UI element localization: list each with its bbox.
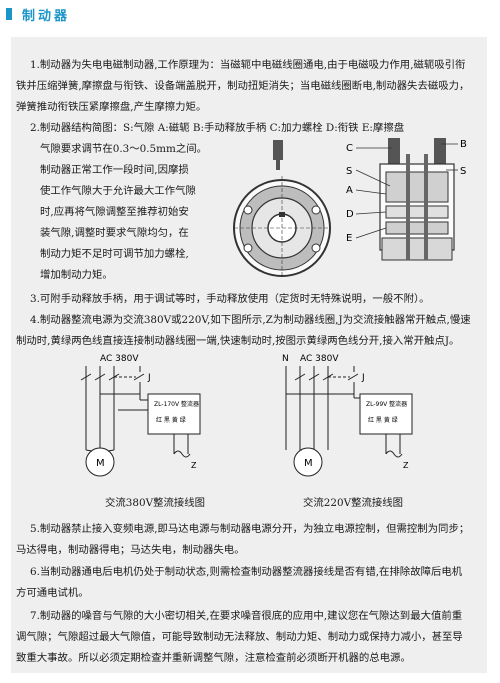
contact-label-220v: J	[361, 373, 365, 383]
label-s-left: S	[346, 166, 352, 177]
para-7-line-2: 调气隙；气隙超过最大气隙值，可能导致制动无法释放、制动力矩、制动力或保持力减小，…	[16, 631, 463, 643]
wire-colors-380v: 红 黑 黄 绿	[156, 416, 186, 424]
para-1-line-1: 1.制动器为失电电磁制动器,工作原理为：当磁轭中电磁线圈通电,由于电磁吸力作用,…	[30, 59, 466, 71]
para-2-line-7: 增加制动力矩。	[40, 269, 113, 281]
para-2-line-1: 气隙要求调节在0.3～0.5mm之间。	[40, 143, 208, 155]
para-2-line-4: 时,应再将气隙调整至推荐初始安	[40, 206, 189, 218]
motor-label-220v: M	[304, 458, 313, 469]
para-5-line-2: 马达得电，制动器得电；马达失电，制动器失电。	[16, 544, 245, 556]
brake-front-view-diagram	[233, 140, 331, 278]
label-b: B	[460, 139, 467, 150]
para-5-line-1: 5.制动器禁止接入变频电源,即马达电源与制动器电源分开，为独立电源控制，但需控制…	[30, 523, 470, 535]
label-e: E	[346, 233, 352, 244]
supply-label-380v: AC 380V	[100, 354, 139, 364]
para-3: 3.可附手动释放手柄，用于调试等时，手动释放使用（定货时无特殊说明，一般不附）。	[30, 293, 430, 305]
wiring-diagram-380v: AC 380V J ZL-170V 整流器 红 黑 黄 绿 Z M	[80, 354, 201, 477]
content-panel	[11, 37, 487, 673]
label-c: C	[346, 143, 353, 154]
contact-label-380v: J	[147, 373, 151, 383]
rectifier-model-220v: ZL-99V 整流器	[366, 400, 407, 408]
coil-label-220v: Z	[403, 461, 409, 470]
supply-label-220v: AC 380V	[300, 354, 339, 364]
para-6-line-2: 方可通电试机。	[16, 587, 89, 599]
label-d: D	[346, 209, 354, 220]
caption-220v: 交流220V整流接线图	[303, 497, 404, 509]
para-2-line-2: 制动器正常工作一段时间,因摩损	[40, 164, 189, 176]
para-1-line-3: 弹簧推动衔铁压紧摩擦盘,产生摩擦力矩。	[16, 101, 207, 113]
motor-label-380v: M	[96, 458, 105, 469]
para-7-line-3: 致重大事故。所以必须定期检查并重新调整气隙，注意检查前必须断开机器的总电源。	[16, 652, 411, 664]
wiring-diagram-220v: N AC 380V J ZL-99V 整流器 红 黑 黄 绿 Z M	[282, 354, 413, 477]
label-s-right: S	[460, 166, 466, 177]
section-header: 制动器	[0, 0, 500, 30]
neutral-label-220v: N	[282, 354, 289, 364]
rectifier-model-380v: ZL-170V 整流器	[154, 400, 199, 408]
para-4-line-2: 制动时,黄绿两色线直接连接制动器线圈一端,快速制动时,按图示黄绿两色线分开,接入…	[16, 335, 460, 347]
brake-section-diagram: C B S S A D E	[346, 138, 467, 261]
label-a: A	[346, 185, 353, 196]
wire-colors-220v: 红 黑 黄 绿	[368, 416, 398, 424]
para-6-line-1: 6.当制动器通电后电机仍处于制动状态,则需检查制动器整流器接线是否有错,在排除故…	[30, 566, 463, 578]
para-2-line-5: 装气隙,调整时要求气隙均匀，在	[40, 227, 189, 239]
coil-label-380v: Z	[191, 461, 197, 470]
para-2-heading: 2.制动器结构简图：S:气隙 A:磁轭 B:手动释放手柄 C:加力螺栓 D:衔铁…	[30, 122, 405, 134]
para-2-line-3: 使工作气隙大于允许最大工作气隙	[40, 185, 196, 197]
section-title: 制动器	[22, 9, 71, 24]
header-accent-bar	[6, 8, 12, 20]
caption-380v: 交流380V整流接线图	[105, 497, 206, 509]
para-1-line-2: 铁并压缩弹簧,摩擦盘与衔铁、设备端盖脱开，制动扭矩消失；当电磁线圈断电,制动器失…	[16, 80, 470, 92]
para-7-line-1: 7.制动器的噪音与气隙的大小密切相关,在要求噪音很底的应用中,建议您在气隙达到最…	[30, 610, 463, 622]
para-4-line-1: 4.制动器整流电源为交流380V或220V,如下图所示,Z为制动器线圈,J为交流…	[30, 314, 471, 326]
para-2-line-6: 制动力矩不足时可调节加力螺栓,	[40, 248, 189, 260]
